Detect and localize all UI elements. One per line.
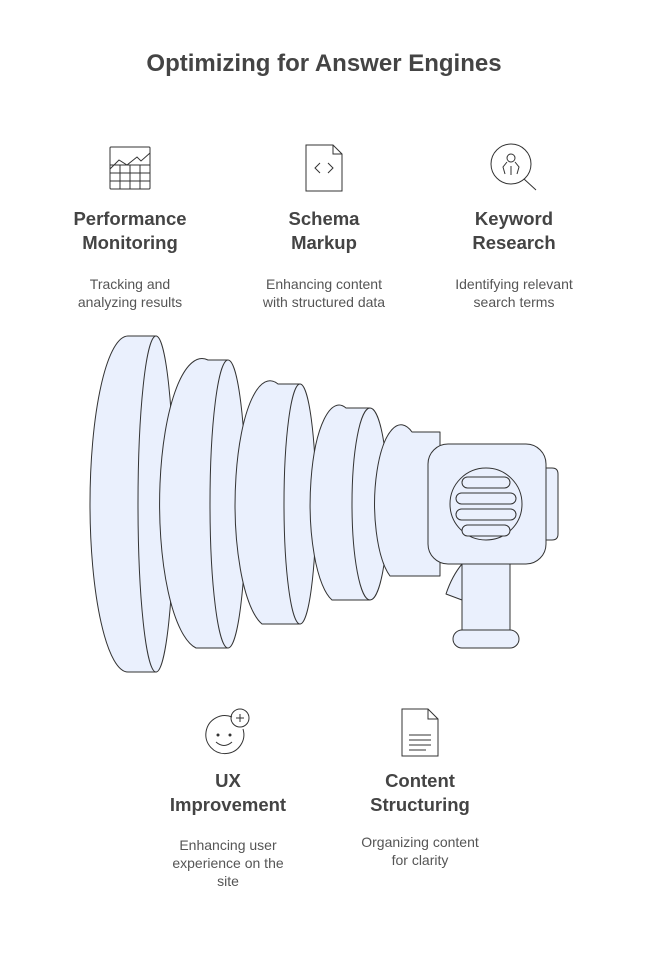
page-title: Optimizing for Answer Engines <box>146 50 502 77</box>
item-heading: UX Improvement <box>169 770 287 815</box>
speaker-back-cap <box>545 467 559 541</box>
grille-slot <box>455 508 517 521</box>
speaker-handle-base <box>452 629 520 649</box>
item-ux-improvement: UX Improvement Enhancing user experience… <box>143 707 313 890</box>
grille-slot <box>455 492 517 505</box>
item-description: Enhancing user experience on the site <box>172 837 284 889</box>
speaker-trigger <box>445 563 463 601</box>
item-performance-monitoring: Performance Monitoring Tracking and anal… <box>45 143 215 311</box>
item-heading: Schema Markup <box>288 208 360 253</box>
sound-ring-5 <box>374 424 441 577</box>
sound-ring-3 <box>234 380 301 625</box>
item-schema-markup: Schema Markup Enhancing content with str… <box>239 143 409 311</box>
item-heading: Performance Monitoring <box>73 208 187 253</box>
item-description: Enhancing content with structured data <box>262 276 386 310</box>
item-description: Tracking and analyzing results <box>77 276 183 310</box>
sound-ring-2 <box>159 358 229 649</box>
chart-grid-icon <box>109 146 151 190</box>
smiley-plus-icon <box>205 708 250 755</box>
grille-slot <box>461 476 511 489</box>
speaker-handle <box>461 563 511 633</box>
item-content-structuring: Content Structuring Organizing content f… <box>335 707 505 869</box>
grille-slot <box>461 524 511 537</box>
code-file-icon <box>305 144 343 192</box>
item-description: Organizing content for clarity <box>361 834 479 868</box>
sound-ring-1 <box>89 335 157 673</box>
item-description: Identifying relevant search terms <box>455 276 573 310</box>
item-keyword-research: Keyword Research Identifying relevant se… <box>429 143 599 311</box>
magnifier-icon <box>490 143 537 191</box>
item-heading: Content Structuring <box>370 770 470 815</box>
item-heading: Keyword Research <box>472 208 556 253</box>
document-icon <box>401 708 439 757</box>
